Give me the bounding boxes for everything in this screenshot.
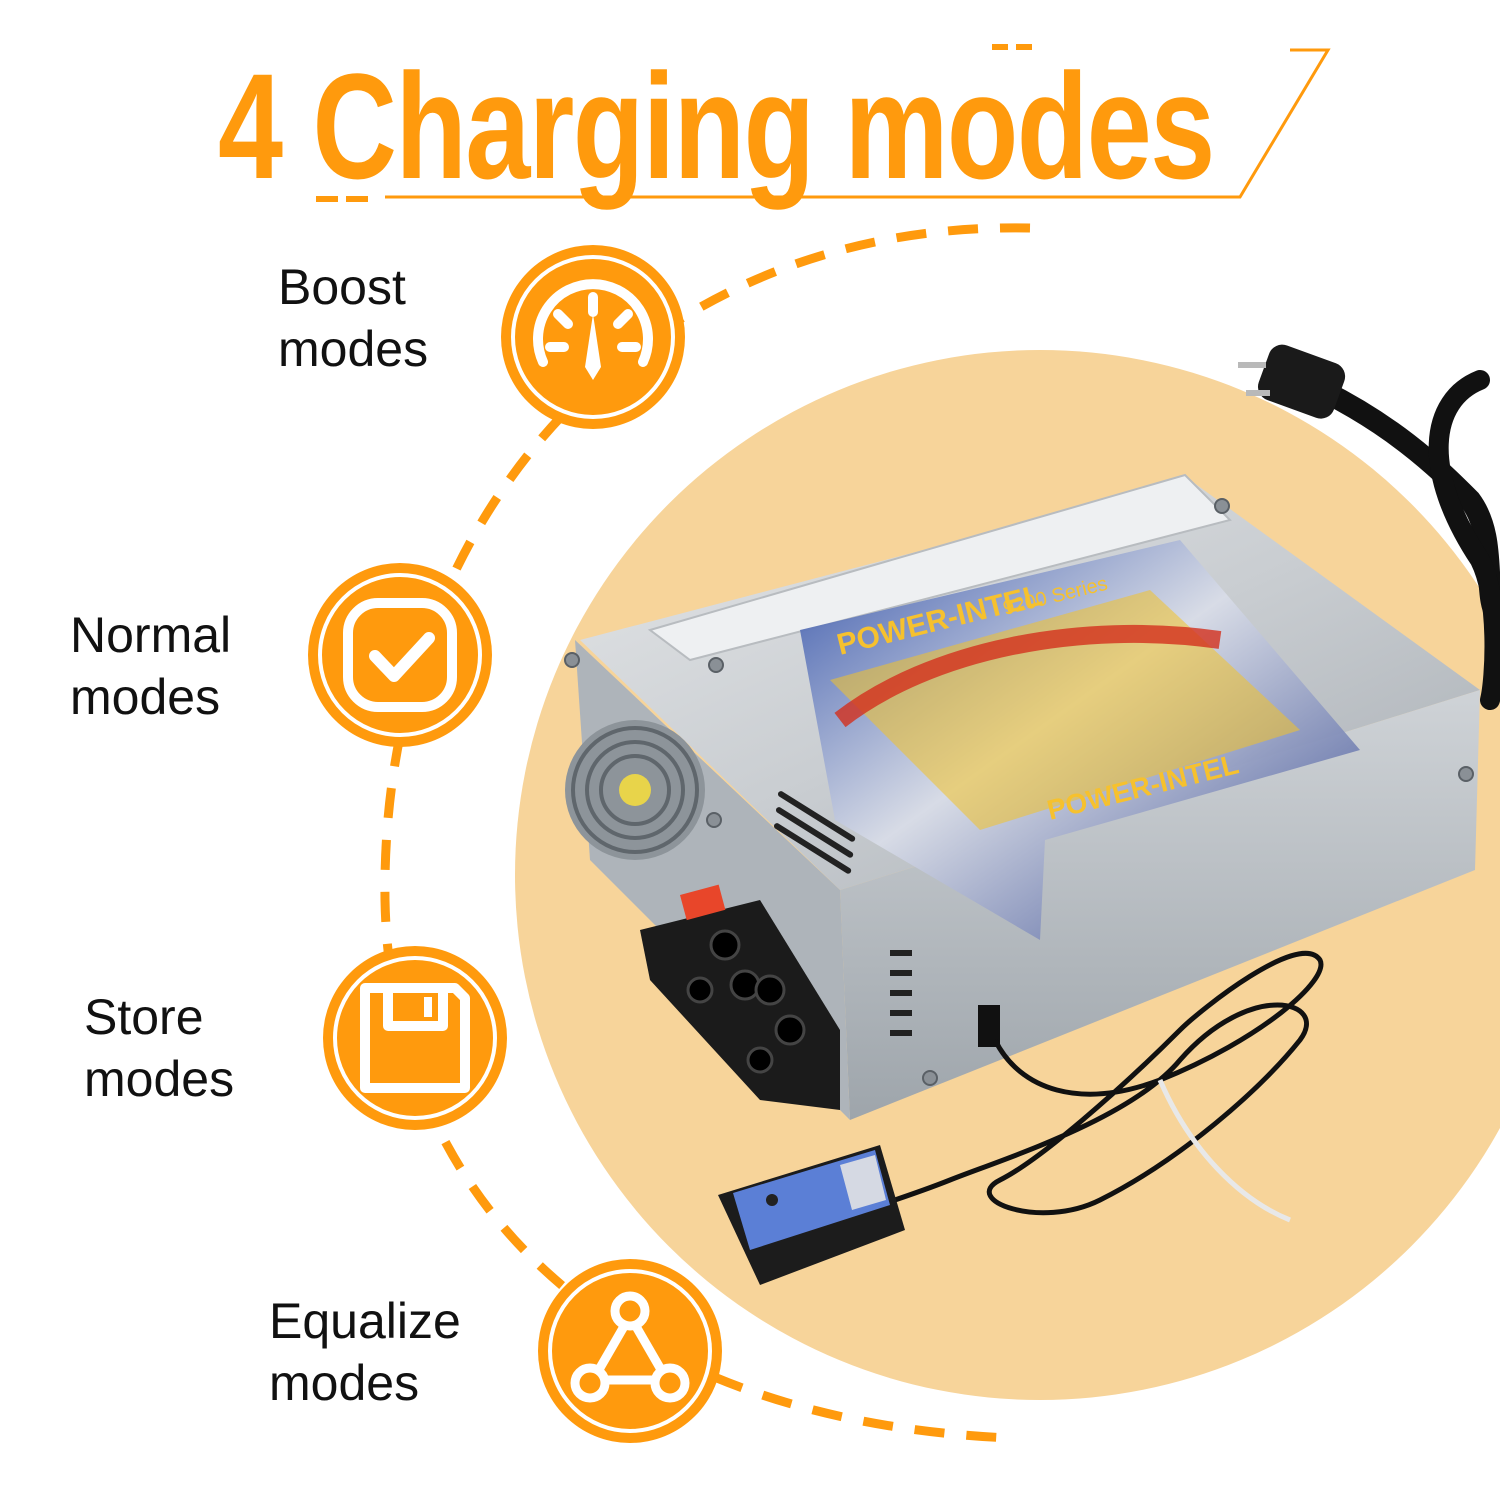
- equalize-badge: [538, 1259, 722, 1443]
- fan: [565, 720, 705, 860]
- store-mode-label: Store modes: [84, 986, 234, 1110]
- speedometer-icon: [533, 279, 653, 380]
- dashed-arc: [380, 223, 1031, 1443]
- normal-badge: [308, 563, 492, 747]
- converter-unit: POWER-INTEL 9200 Series POWER-INTEL: [564, 473, 1480, 1120]
- equalize-mode-label: Equalize modes: [269, 1290, 461, 1414]
- boost-mode-line2: modes: [278, 321, 429, 377]
- equalize-mode-line2: modes: [269, 1355, 420, 1411]
- triangle-network-icon: [570, 1291, 690, 1403]
- remote-display: [718, 1145, 905, 1285]
- store-badge: [323, 946, 507, 1130]
- normal-mode-line2: modes: [70, 669, 221, 725]
- normal-mode-label: Normal modes: [70, 604, 231, 728]
- vents: [773, 791, 912, 1036]
- boost-mode-line1: Boost: [278, 259, 406, 315]
- remote-cable: [809, 950, 1324, 1233]
- boost-badge: [501, 245, 685, 429]
- terminal-block: [640, 884, 840, 1110]
- store-mode-line1: Store: [84, 989, 204, 1045]
- boost-mode-label: Boost modes: [278, 256, 428, 380]
- power-cord: [1238, 344, 1500, 710]
- store-mode-line2: modes: [84, 1051, 235, 1107]
- normal-mode-line1: Normal: [70, 607, 232, 663]
- checkmark-icon: [343, 598, 457, 712]
- equalize-mode-line1: Equalize: [269, 1293, 461, 1349]
- title-frame: [316, 44, 1331, 202]
- floppy-disk-icon: [360, 983, 470, 1093]
- page-title: 4 Charging modes: [218, 42, 1215, 210]
